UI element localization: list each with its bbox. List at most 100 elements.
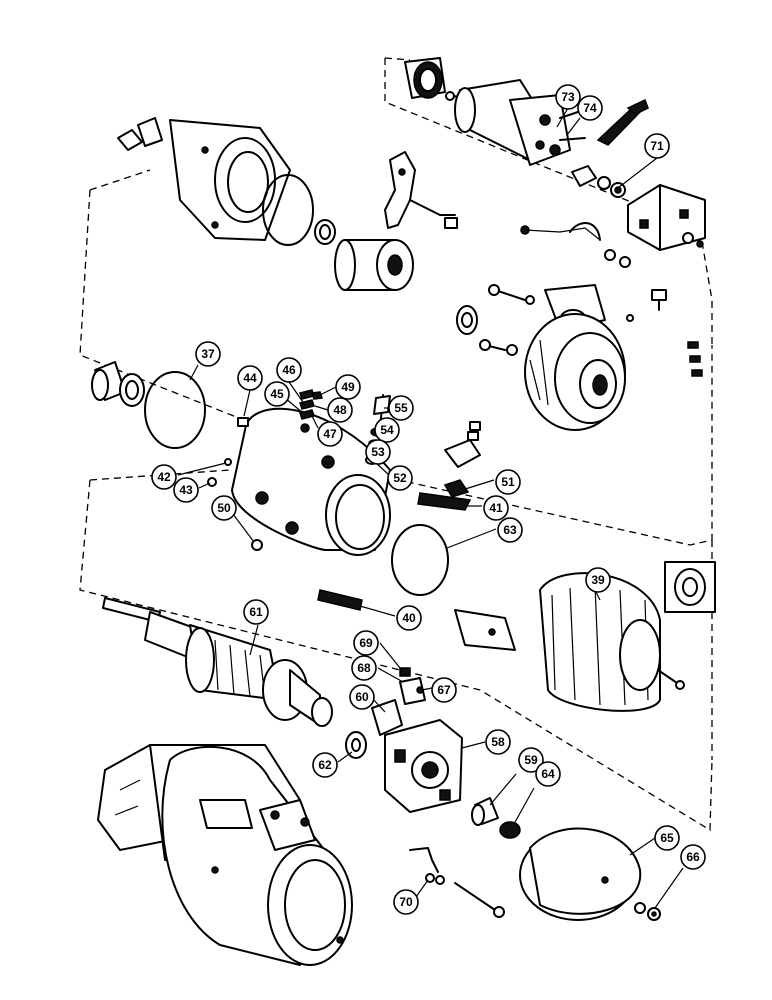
callout-68-label: 68 bbox=[357, 661, 371, 675]
callout-44-label: 44 bbox=[243, 371, 257, 385]
callout-62-label: 62 bbox=[318, 758, 332, 772]
callout-52: 52 bbox=[387, 465, 413, 491]
gasket-pad bbox=[454, 609, 516, 651]
end-cap bbox=[519, 827, 642, 921]
armature bbox=[102, 597, 333, 727]
mount-bolt bbox=[456, 284, 535, 356]
callout-73-label: 73 bbox=[561, 90, 575, 104]
callout-43-label: 43 bbox=[179, 483, 193, 497]
callout-66-label: 66 bbox=[686, 850, 700, 864]
callout-60-label: 60 bbox=[355, 690, 369, 704]
insulator-40 bbox=[317, 589, 363, 611]
field-frame bbox=[231, 407, 391, 556]
callout-58-label: 58 bbox=[491, 735, 505, 749]
callout-45: 45 bbox=[264, 381, 290, 407]
field-terminal-bracket bbox=[417, 421, 481, 511]
callout-61: 61 bbox=[243, 599, 269, 625]
callout-43: 43 bbox=[173, 477, 199, 503]
field-screws bbox=[207, 389, 324, 551]
callout-67-label: 67 bbox=[437, 683, 451, 697]
callout-55: 55 bbox=[388, 395, 414, 421]
bushing-59 bbox=[471, 797, 499, 826]
callout-74-label: 74 bbox=[583, 101, 597, 115]
drive-end-housing bbox=[117, 117, 291, 241]
callout-73: 73 bbox=[555, 84, 581, 110]
plug-64 bbox=[499, 821, 521, 839]
callout-49: 49 bbox=[335, 374, 361, 400]
callout-65: 65 bbox=[654, 825, 680, 851]
callout-46-label: 46 bbox=[282, 363, 296, 377]
field-coils bbox=[539, 572, 685, 712]
callout-63-label: 63 bbox=[503, 523, 517, 537]
callout-40: 40 bbox=[396, 605, 422, 631]
callout-64: 64 bbox=[535, 761, 561, 787]
intermediate-housing bbox=[524, 284, 626, 431]
callout-51: 51 bbox=[495, 469, 521, 495]
callout-53-label: 53 bbox=[371, 445, 385, 459]
brush-holder bbox=[384, 719, 463, 813]
callout-46: 46 bbox=[276, 357, 302, 383]
callout-41: 41 bbox=[483, 495, 509, 521]
callout-39-label: 39 bbox=[591, 573, 605, 587]
callout-61-label: 61 bbox=[249, 605, 263, 619]
callout-54: 54 bbox=[374, 417, 400, 443]
callout-39: 39 bbox=[585, 567, 611, 593]
callout-68: 68 bbox=[351, 655, 377, 681]
callout-59-label: 59 bbox=[524, 753, 538, 767]
callout-60: 60 bbox=[349, 684, 375, 710]
callout-50-label: 50 bbox=[217, 501, 231, 515]
small-pins bbox=[687, 341, 703, 377]
callout-58: 58 bbox=[485, 729, 511, 755]
callout-48-label: 48 bbox=[333, 403, 347, 417]
callout-37-label: 37 bbox=[201, 347, 215, 361]
callout-55-label: 55 bbox=[394, 401, 408, 415]
leader-lines bbox=[177, 107, 684, 909]
terminal-link bbox=[596, 98, 649, 146]
brace-bolt bbox=[409, 847, 505, 918]
brush-springs bbox=[371, 667, 426, 736]
o-ring-37 bbox=[144, 371, 206, 449]
callout-67: 67 bbox=[431, 677, 457, 703]
callout-70: 70 bbox=[393, 889, 419, 915]
callout-64-label: 64 bbox=[541, 767, 555, 781]
solenoid-assembly bbox=[404, 57, 586, 166]
callout-47-label: 47 bbox=[323, 427, 337, 441]
callout-65-label: 65 bbox=[660, 831, 674, 845]
assembled-starter bbox=[97, 744, 353, 966]
pinion-drive bbox=[314, 219, 414, 291]
callout-41-label: 41 bbox=[489, 501, 503, 515]
washer-inset bbox=[664, 561, 716, 613]
solenoid-nuts bbox=[571, 165, 626, 198]
small-stud bbox=[626, 289, 667, 322]
callout-37: 37 bbox=[195, 341, 221, 367]
callout-49-label: 49 bbox=[341, 380, 355, 394]
callout-44: 44 bbox=[237, 365, 263, 391]
callout-71: 71 bbox=[644, 133, 670, 159]
callout-62: 62 bbox=[312, 752, 338, 778]
callout-42: 42 bbox=[151, 464, 177, 490]
callout-45-label: 45 bbox=[270, 387, 284, 401]
solenoid-cover bbox=[627, 184, 706, 251]
callout-59: 59 bbox=[518, 747, 544, 773]
callout-66: 66 bbox=[680, 844, 706, 870]
callout-53: 53 bbox=[365, 439, 391, 465]
callout-42-label: 42 bbox=[157, 470, 171, 484]
callout-63: 63 bbox=[497, 517, 523, 543]
callout-70-label: 70 bbox=[399, 895, 413, 909]
callout-69-label: 69 bbox=[359, 636, 373, 650]
bushing-left bbox=[91, 361, 145, 407]
callout-74: 74 bbox=[577, 95, 603, 121]
terminal-lead bbox=[520, 222, 631, 268]
callout-40-label: 40 bbox=[402, 611, 416, 625]
end-cap-screw bbox=[634, 902, 661, 921]
o-ring-63 bbox=[391, 524, 449, 596]
callout-54-label: 54 bbox=[380, 423, 394, 437]
callout-71-label: 71 bbox=[650, 139, 664, 153]
callout-69: 69 bbox=[353, 630, 379, 656]
callout-52-label: 52 bbox=[393, 471, 407, 485]
callout-50: 50 bbox=[211, 495, 237, 521]
callout-48: 48 bbox=[327, 397, 353, 423]
o-ring-drive-end bbox=[262, 174, 314, 246]
callout-47: 47 bbox=[317, 421, 343, 447]
